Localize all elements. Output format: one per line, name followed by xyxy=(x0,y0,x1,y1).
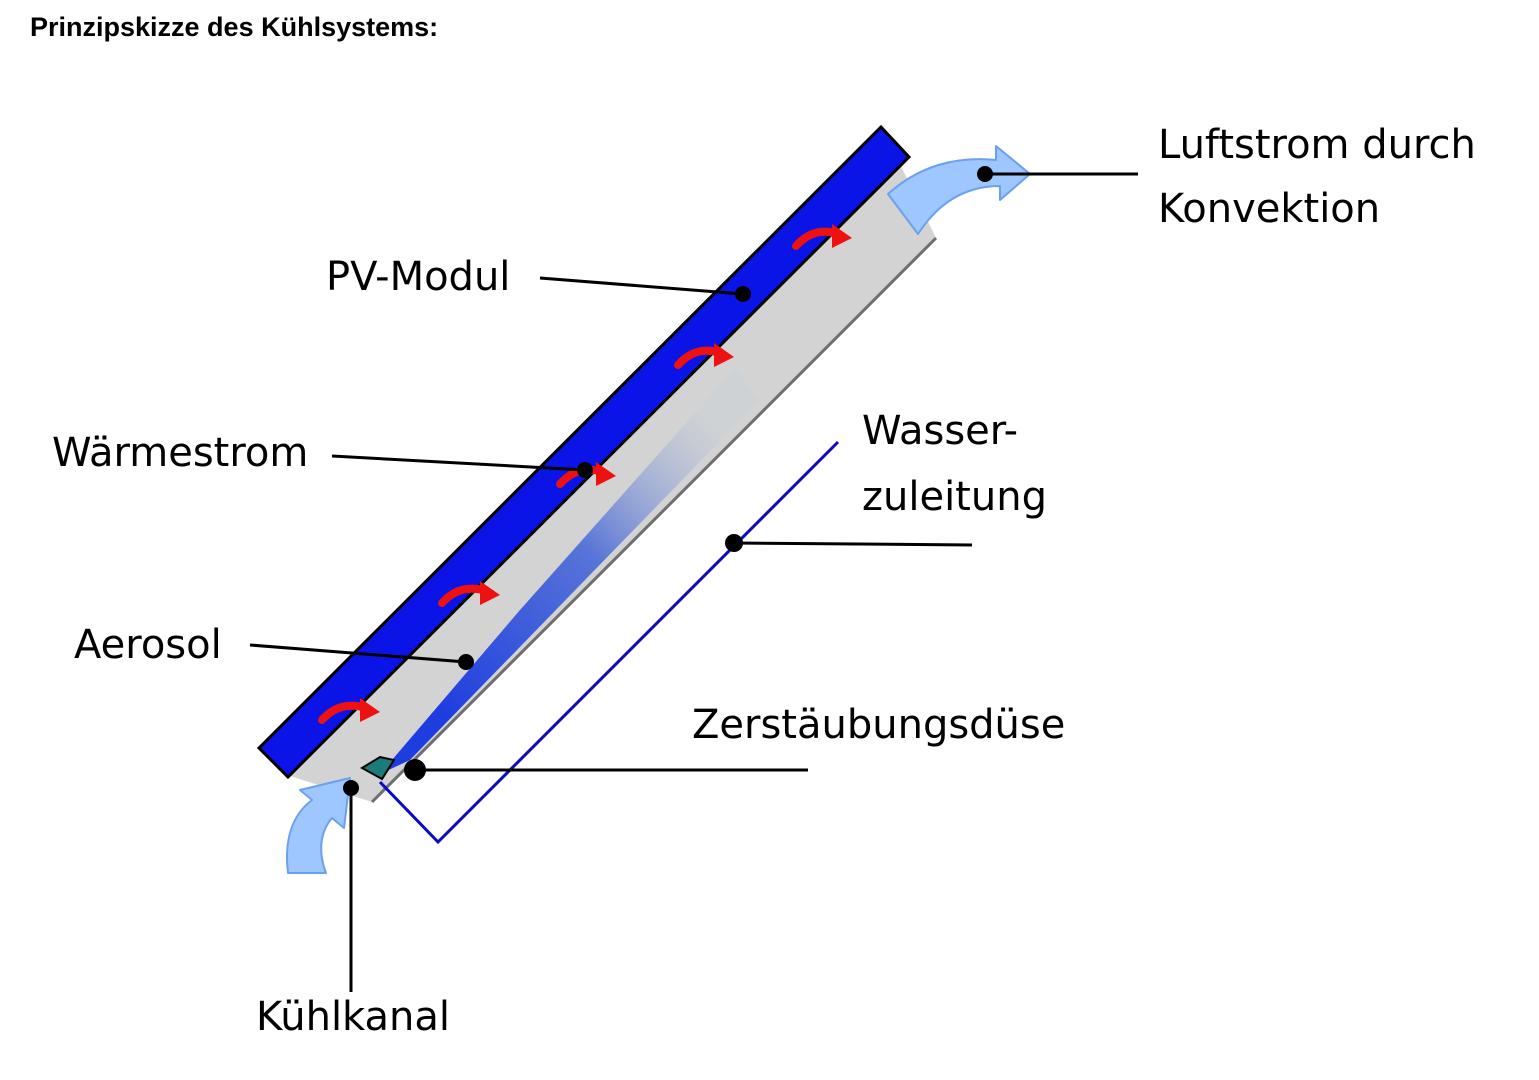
label-pv-module: PV-Modul xyxy=(326,254,510,300)
dot-pv-module xyxy=(735,286,751,302)
leader-lines xyxy=(249,172,1138,992)
water-supply-pipe xyxy=(378,440,840,845)
label-water-line2: zuleitung xyxy=(862,474,1047,520)
air-inflow-arrow xyxy=(286,777,351,874)
cooling-channel xyxy=(290,164,936,802)
label-convection-line1: Luftstrom durch xyxy=(1158,122,1476,168)
heat-arrow-3-head xyxy=(596,462,616,486)
leader-aerosol xyxy=(249,643,467,664)
page-title: Prinzipskizze des Kühlsystems: xyxy=(30,12,439,42)
heat-arrow-2-head xyxy=(480,581,500,605)
heat-arrow-5-head xyxy=(832,224,852,248)
label-heat-flow: Wärmestrom xyxy=(52,430,308,476)
air-outflow-arrow xyxy=(887,145,1031,235)
heat-arrow-1-head xyxy=(360,698,380,722)
leader-pv-module xyxy=(539,276,744,296)
dot-cooling-channel xyxy=(343,780,359,796)
leader-dots xyxy=(343,166,993,796)
atomizer-nozzle xyxy=(360,755,396,781)
label-water-line1: Wasser- xyxy=(862,408,1018,454)
heat-arrow-4-head xyxy=(714,343,734,367)
leader-heat-flow xyxy=(331,454,586,472)
label-cooling-channel: Kühlkanal xyxy=(256,994,450,1040)
label-aerosol: Aerosol xyxy=(74,622,222,668)
dot-water xyxy=(725,534,743,552)
pv-module xyxy=(256,124,912,780)
dot-convection xyxy=(977,166,993,182)
dot-heat-flow xyxy=(577,462,593,478)
dot-aerosol xyxy=(458,654,474,670)
aerosol-spray xyxy=(380,368,760,774)
label-nozzle: Zerstäubungsdüse xyxy=(692,702,1065,748)
dot-nozzle xyxy=(404,759,426,781)
leader-water xyxy=(733,541,973,547)
cooling-channel-edge xyxy=(370,236,938,804)
label-convection-line2: Konvektion xyxy=(1158,186,1380,232)
